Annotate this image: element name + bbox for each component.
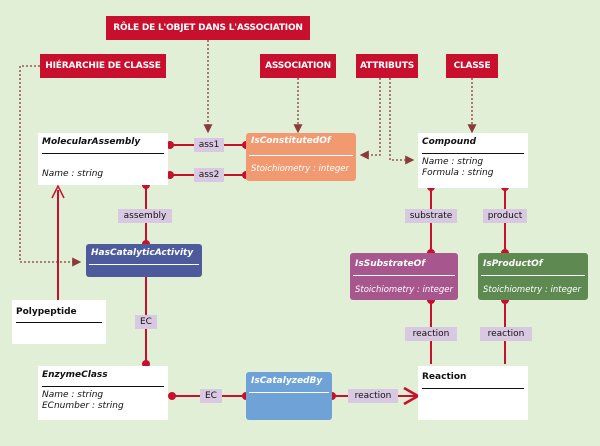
class-name: EnzymeClass [42, 370, 108, 380]
role-label-ec-top: EC [135, 315, 157, 329]
association-name: IsProductOf [483, 259, 543, 269]
association-name: HasCatalyticActivity [91, 248, 194, 258]
class-name: Polypeptide [16, 307, 77, 317]
role-label-ec-bottom: EC [200, 389, 222, 403]
role-label-ass2: ass2 [194, 168, 224, 182]
tag-association: ASSOCIATION [260, 54, 336, 78]
tag-hierarchy: HIÉRARCHIE DE CLASSE [40, 54, 166, 78]
class-molecular-assembly: MolecularAssembly Name : string [38, 133, 168, 185]
association-is-product-of: IsProductOf Stoichiometry : integer [478, 253, 588, 300]
tag-attributes: ATTRIBUTS [356, 54, 418, 78]
role-label-reaction-left: reaction [405, 327, 457, 341]
class-reaction: Reaction [418, 366, 528, 420]
generalization-arrow [51, 184, 65, 199]
association-is-catalyzed-by: IsCatalyzedBy [246, 372, 332, 420]
association-attribute: Stoichiometry : integer [251, 164, 349, 174]
role-label-assembly: assembly [118, 209, 172, 223]
guide-lines [19, 40, 477, 267]
class-polypeptide: Polypeptide [12, 300, 106, 344]
class-name: Reaction [422, 372, 467, 382]
association-is-constituted-of: IsConstitutedOf Stoichiometry : integer [246, 133, 356, 181]
association-has-catalytic-activity: HasCatalyticActivity [86, 244, 202, 277]
class-attribute: Formula : string [422, 168, 494, 178]
role-label-reaction-right: reaction [480, 327, 532, 341]
role-label-ass1: ass1 [194, 138, 224, 152]
association-attribute: Stoichiometry : integer [355, 285, 453, 295]
class-name: Compound [422, 137, 477, 147]
association-attribute: Stoichiometry : integer [483, 285, 581, 295]
role-label-reaction-bottom: reaction [348, 389, 398, 403]
class-compound: Compound Name : string Formula : string [418, 133, 528, 188]
role-label-substrate: substrate [405, 209, 457, 223]
class-attribute: Name : string [42, 390, 104, 400]
tag-class: CLASSE [446, 54, 498, 78]
class-name: MolecularAssembly [42, 137, 141, 147]
class-enzyme-class: EnzymeClass Name : string ECnumber : str… [38, 366, 168, 420]
association-name: IsConstitutedOf [251, 136, 331, 146]
role-label-product: product [483, 209, 527, 223]
tag-role: RÔLE DE L'OBJET DANS L'ASSOCIATION [106, 16, 310, 40]
association-name: IsCatalyzedBy [251, 376, 323, 386]
class-attribute: Name : string [422, 157, 484, 167]
association-is-substrate-of: IsSubstrateOf Stoichiometry : integer [350, 253, 458, 300]
association-name: IsSubstrateOf [355, 259, 426, 269]
class-attribute: Name : string [42, 169, 104, 179]
class-attribute: ECnumber : string [42, 401, 124, 411]
